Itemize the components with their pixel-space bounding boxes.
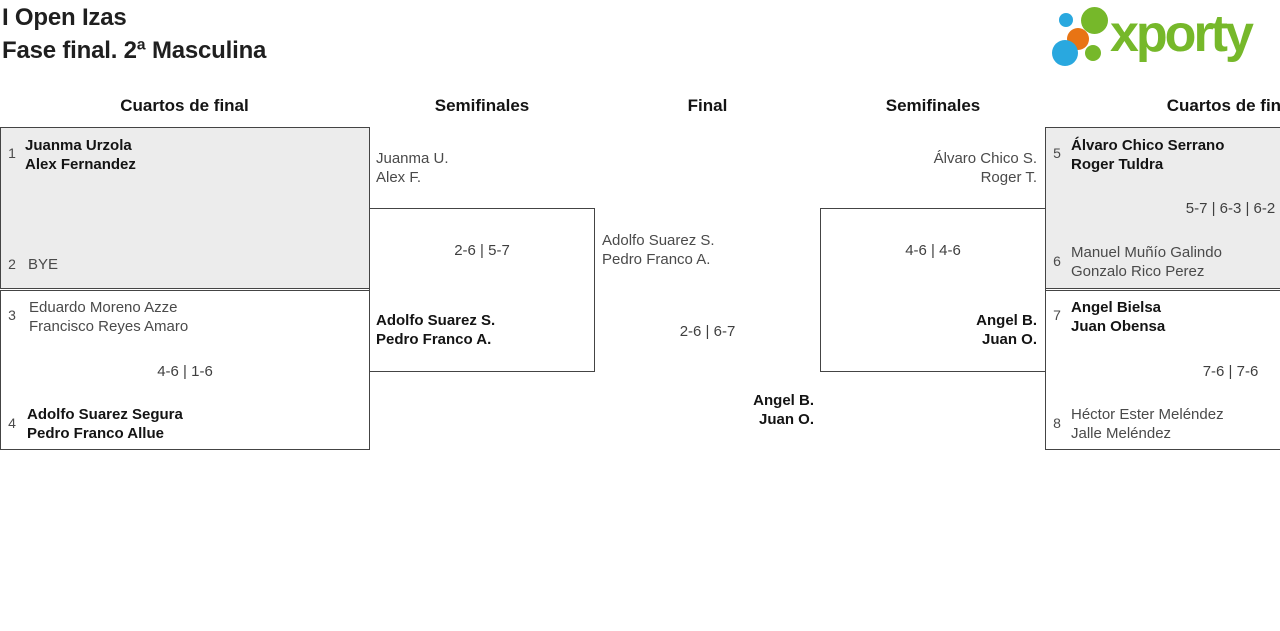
player-name: Manuel Muñío Galindo — [1071, 244, 1222, 261]
match-box-semi-left[interactable] — [369, 208, 595, 372]
team-name: Héctor Ester Meléndez Jalle Meléndez — [1071, 405, 1224, 443]
team-name: Adolfo Suarez Segura Pedro Franco Allue — [27, 405, 183, 443]
player-name: Pedro Franco A. — [376, 331, 492, 348]
match-box-quarter-right-1[interactable] — [1045, 127, 1280, 289]
match-score: 4-6 | 4-6 — [905, 242, 961, 259]
team-name: BYE — [28, 255, 58, 274]
match-box-semi-right[interactable] — [820, 208, 1046, 372]
round-header-quarters-right: Cuartos de final — [1166, 96, 1280, 115]
match-box-quarter-right-2[interactable] — [1045, 290, 1280, 450]
team-name: Juanma Urzola Alex Fernandez — [25, 136, 136, 174]
round-header-final: Final — [687, 96, 728, 115]
seed-number: 1 — [8, 145, 16, 161]
team-name: Adolfo Suarez S. Pedro Franco A. — [602, 231, 715, 269]
round-header-semis-right: Semifinales — [885, 96, 981, 115]
team-name: Angel Bielsa Juan Obensa — [1071, 298, 1165, 336]
player-name: BYE — [28, 256, 59, 273]
player-name: Francisco Reyes Amaro — [29, 318, 189, 335]
seed-number: 7 — [1053, 307, 1061, 323]
player-name: Héctor Ester Meléndez — [1071, 406, 1224, 423]
logo-dot-green-big-icon — [1081, 7, 1108, 34]
seed-number: 8 — [1053, 415, 1061, 431]
player-name: Juanma Urzola — [25, 137, 132, 154]
match-score: 7-6 | 7-6 — [1202, 363, 1259, 380]
team-name: Eduardo Moreno Azze Francisco Reyes Amar… — [29, 298, 188, 336]
player-name: Angel B. — [976, 312, 1037, 329]
player-name: Jalle Meléndez — [1071, 425, 1172, 442]
player-name: Alex F. — [376, 169, 422, 186]
player-name: Angel Bielsa — [1071, 299, 1162, 316]
player-name: Juan O. — [981, 331, 1037, 348]
player-name: Angel B. — [753, 392, 814, 409]
team-name: Manuel Muñío Galindo Gonzalo Rico Perez — [1071, 243, 1222, 281]
team-name: Angel B. Juan O. — [595, 391, 814, 429]
team-name: Juanma U. Alex F. — [376, 149, 449, 187]
tournament-name: I Open Izas — [2, 4, 127, 31]
tournament-phase: Fase final. 2ª Masculina — [2, 37, 267, 64]
team-name: Angel B. Juan O. — [820, 311, 1037, 349]
player-name: Roger T. — [980, 169, 1037, 186]
seed-number: 2 — [8, 256, 16, 272]
team-name: Álvaro Chico S. Roger T. — [820, 149, 1037, 187]
player-name: Pedro Franco A. — [602, 251, 711, 268]
team-name: Álvaro Chico Serrano Roger Tuldra — [1071, 136, 1224, 174]
player-name: Adolfo Suarez Segura — [27, 406, 183, 423]
player-name: Gonzalo Rico Perez — [1071, 263, 1205, 280]
player-name: Álvaro Chico S. — [933, 150, 1037, 167]
player-name: Eduardo Moreno Azze — [29, 299, 178, 316]
player-name: Juan Obensa — [1071, 318, 1166, 335]
match-score: 2-6 | 5-7 — [454, 242, 510, 259]
player-name: Roger Tuldra — [1071, 156, 1164, 173]
team-name: Adolfo Suarez S. Pedro Franco A. — [376, 311, 495, 349]
round-header-semis-left: Semifinales — [434, 96, 530, 115]
logo-wordmark: xporty — [1110, 5, 1254, 63]
seed-number: 5 — [1053, 145, 1061, 161]
player-name: Adolfo Suarez S. — [376, 312, 496, 329]
seed-number: 3 — [8, 307, 16, 323]
xporty-logo[interactable]: xporty — [1050, 0, 1280, 78]
match-box-quarter-left-1[interactable] — [0, 127, 370, 289]
player-name: Juan O. — [758, 411, 814, 428]
match-score: 5-7 | 6-3 | 6-2 — [1185, 200, 1276, 217]
player-name: Adolfo Suarez S. — [602, 232, 715, 249]
player-name: Pedro Franco Allue — [27, 425, 164, 442]
logo-dot-blue-big-icon — [1052, 40, 1078, 66]
tournament-title: I Open Izas Fase final. 2ª Masculina — [2, 1, 266, 67]
match-score: 2-6 | 6-7 — [679, 323, 736, 340]
player-name: Alex Fernandez — [25, 156, 136, 173]
logo-dot-green-small-icon — [1085, 45, 1101, 61]
match-score: 4-6 | 1-6 — [157, 363, 213, 380]
round-header-quarters-left: Cuartos de final — [120, 96, 249, 115]
seed-number: 6 — [1053, 253, 1061, 269]
seed-number: 4 — [8, 415, 16, 431]
player-name: Álvaro Chico Serrano — [1071, 137, 1225, 154]
player-name: Juanma U. — [376, 150, 449, 167]
logo-dot-blue-small-icon — [1059, 13, 1073, 27]
